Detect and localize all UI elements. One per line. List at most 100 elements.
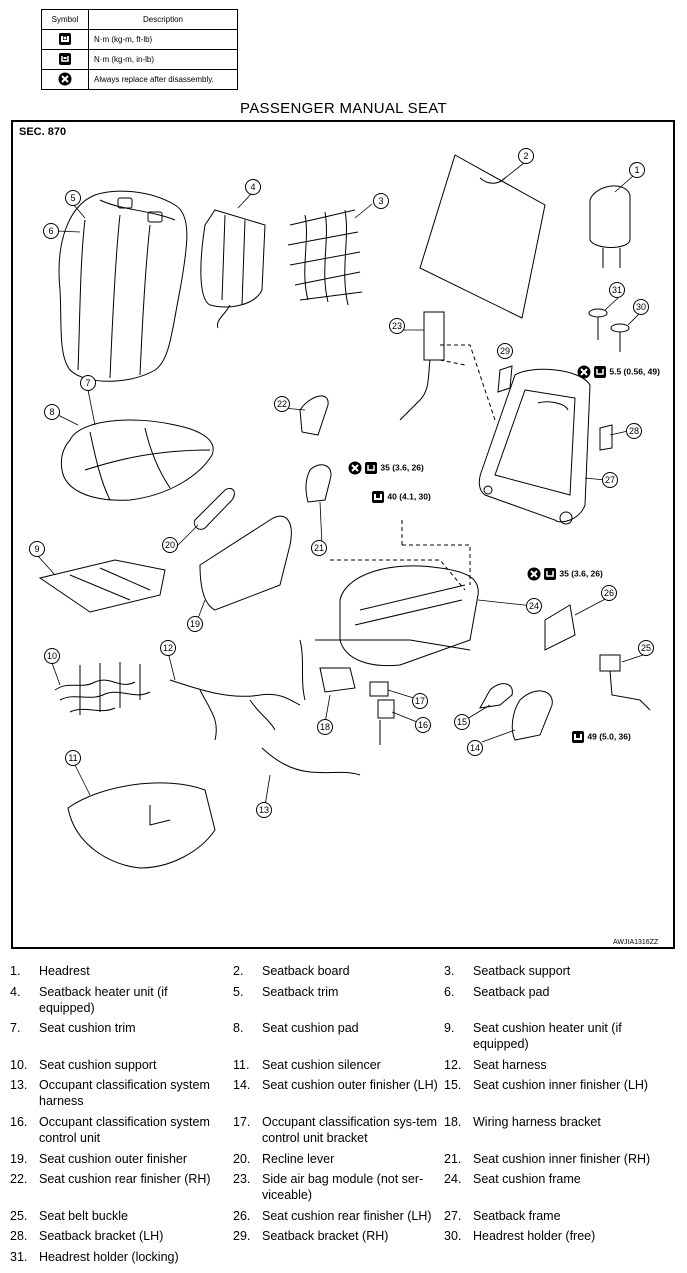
replace-x-icon bbox=[577, 365, 606, 379]
part-callout-16: 16 bbox=[415, 717, 431, 733]
torque-value: 35 (3.6, 26) bbox=[559, 568, 603, 579]
torque-callout-2: 35 (3.6, 26) bbox=[348, 461, 424, 475]
seat-cushion-outer-finisher-lh-drawing bbox=[511, 690, 553, 741]
part-number: 24. bbox=[444, 1172, 462, 1186]
part-name: Seatback support bbox=[473, 964, 571, 978]
part-name: Occupant classification system harness bbox=[39, 1078, 210, 1108]
part-number: 4. bbox=[10, 985, 21, 999]
symbol-table: Symbol Description N·m (kg-m, ft-lb) N·m… bbox=[41, 9, 238, 90]
part-number: 23. bbox=[233, 1172, 251, 1186]
part-name: Seat cushion heater unit (if equipped) bbox=[473, 1021, 622, 1051]
part-number: 3. bbox=[444, 964, 455, 978]
part-number: 26. bbox=[233, 1209, 251, 1223]
part-callout-8: 8 bbox=[44, 404, 60, 420]
part-number: 12. bbox=[444, 1058, 462, 1072]
part-number: 22. bbox=[10, 1172, 28, 1186]
torque-wrench-icon bbox=[572, 731, 584, 743]
part-name: Seat cushion frame bbox=[473, 1172, 581, 1186]
part-callout-18: 18 bbox=[317, 719, 333, 735]
part-number: 16. bbox=[10, 1115, 28, 1129]
part-number: 27. bbox=[444, 1209, 462, 1223]
part-number: 6. bbox=[444, 985, 455, 999]
part-name: Headrest bbox=[39, 964, 90, 978]
part-number: 13. bbox=[10, 1078, 28, 1092]
part-number: 29. bbox=[233, 1229, 251, 1243]
part-callout-29: 29 bbox=[497, 343, 513, 359]
part-number: 5. bbox=[233, 985, 244, 999]
part-number: 18. bbox=[444, 1115, 462, 1129]
seatback-frame-drawing bbox=[478, 368, 591, 523]
part-name: Seat cushion support bbox=[39, 1058, 157, 1072]
torque-callout-3: 40 (4.1, 30) bbox=[371, 490, 431, 504]
seat-cushion-silencer-drawing bbox=[67, 782, 216, 869]
part-number: 30. bbox=[444, 1229, 462, 1243]
part-number: 21. bbox=[444, 1152, 462, 1166]
figure-code: AWJIA1316ZZ bbox=[613, 939, 659, 946]
part-number: 9. bbox=[444, 1021, 455, 1035]
part-callout-22: 22 bbox=[274, 396, 290, 412]
part-name: Seat belt buckle bbox=[39, 1209, 128, 1223]
torque-value: 5.5 (0.56, 49) bbox=[609, 366, 660, 377]
diagram-title: PASSENGER MANUAL SEAT bbox=[240, 100, 447, 117]
seat-harness-drawing bbox=[169, 639, 306, 741]
part-callout-20: 20 bbox=[162, 537, 178, 553]
part-name: Seat cushion pad bbox=[262, 1021, 359, 1035]
part-callout-14: 14 bbox=[467, 740, 483, 756]
recline-lever-drawing bbox=[193, 487, 235, 530]
part-callout-24: 24 bbox=[526, 598, 542, 614]
torque-callout-5: 49 (5.0, 36) bbox=[571, 730, 631, 744]
replace-x-icon bbox=[527, 567, 556, 581]
diagram-frame bbox=[11, 120, 675, 949]
part-name: Occupant classification system control u… bbox=[39, 1115, 210, 1145]
part-name: Seatback board bbox=[262, 964, 350, 978]
part-name: Seat cushion inner finisher (RH) bbox=[473, 1152, 651, 1166]
part-callout-12: 12 bbox=[160, 640, 176, 656]
part-callout-10: 10 bbox=[44, 648, 60, 664]
part-callout-6: 6 bbox=[43, 223, 59, 239]
part-callout-11: 11 bbox=[65, 750, 81, 766]
torque-wrench-icon bbox=[372, 491, 384, 503]
part-number: 19. bbox=[10, 1152, 28, 1166]
part-name: Headrest holder (free) bbox=[473, 1229, 596, 1243]
part-callout-2: 2 bbox=[518, 148, 534, 164]
replace-x-icon bbox=[41, 69, 89, 90]
part-callout-1: 1 bbox=[629, 162, 645, 178]
part-callout-19: 19 bbox=[187, 616, 203, 632]
seat-cushion-frame-drawing bbox=[339, 565, 479, 667]
part-number: 28. bbox=[10, 1229, 28, 1243]
part-name: Seat harness bbox=[473, 1058, 547, 1072]
part-name: Seat cushion trim bbox=[39, 1021, 136, 1035]
part-number: 15. bbox=[444, 1078, 462, 1092]
part-number: 17. bbox=[233, 1115, 251, 1129]
part-name: Seatback bracket (LH) bbox=[39, 1229, 164, 1243]
part-callout-31: 31 bbox=[609, 282, 625, 298]
torque-callout-4: 35 (3.6, 26) bbox=[527, 567, 603, 581]
part-number: 20. bbox=[233, 1152, 251, 1166]
torque-value: 40 (4.1, 30) bbox=[387, 491, 431, 502]
part-name: Side air bag module (not ser-viceable) bbox=[262, 1172, 424, 1202]
part-name: Seatback heater unit (if equipped) bbox=[39, 985, 168, 1015]
part-name: Recline lever bbox=[262, 1152, 335, 1166]
part-name: Seatback trim bbox=[262, 985, 339, 999]
torque-value: 49 (5.0, 36) bbox=[587, 731, 631, 742]
part-name: Headrest holder (locking) bbox=[39, 1250, 179, 1264]
part-name: Seat cushion outer finisher bbox=[39, 1152, 188, 1166]
part-callout-13: 13 bbox=[256, 802, 272, 818]
part-name: Wiring harness bracket bbox=[473, 1115, 601, 1129]
part-number: 1. bbox=[10, 964, 21, 978]
part-callout-21: 21 bbox=[311, 540, 327, 556]
part-number: 31. bbox=[10, 1250, 28, 1264]
part-number: 11. bbox=[233, 1058, 250, 1072]
part-callout-30: 30 bbox=[633, 299, 649, 315]
part-callout-17: 17 bbox=[412, 693, 428, 709]
seat-cushion-support-drawing bbox=[54, 679, 151, 713]
part-callout-27: 27 bbox=[602, 472, 618, 488]
part-callout-26: 26 bbox=[601, 585, 617, 601]
seat-cushion-heater-drawing bbox=[38, 559, 166, 613]
part-name: Seat cushion silencer bbox=[262, 1058, 381, 1072]
seatback-trim-drawing bbox=[58, 190, 188, 382]
part-name: Occupant classification sys-tem control … bbox=[262, 1115, 438, 1145]
torque-wrench-icon bbox=[41, 29, 89, 50]
part-callout-23: 23 bbox=[389, 318, 405, 334]
part-callout-28: 28 bbox=[626, 423, 642, 439]
